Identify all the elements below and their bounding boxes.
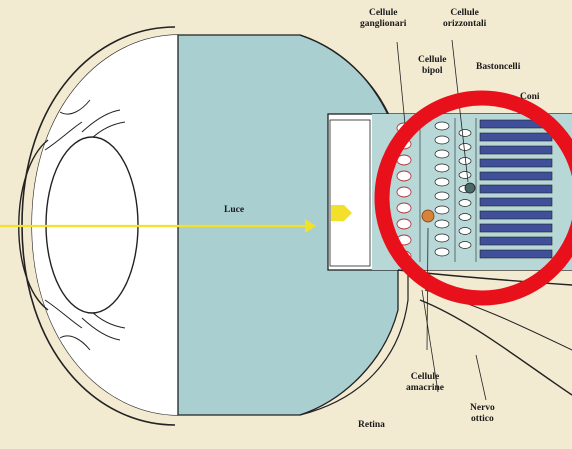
photoreceptors	[480, 120, 552, 258]
label-nervo-ottico-line2: ottico	[470, 414, 495, 425]
label-cellule-orizzontali-line2: orizzontali	[443, 19, 486, 30]
label-nervo-ottico: Nervo ottico	[470, 403, 495, 425]
label-retina: Retina	[358, 420, 385, 431]
label-luce: Luce	[224, 205, 244, 216]
label-coni: Coni	[520, 92, 540, 103]
horizontal-cell	[465, 183, 475, 193]
label-cellule-amacrine-line2: amacrine	[406, 383, 444, 394]
label-cellule-gangliari-line1: Cellule	[360, 8, 406, 19]
label-bastoncelli: Bastoncelli	[476, 62, 520, 73]
label-cellule-amacrine: Cellule amacrine	[406, 372, 444, 394]
label-cellule-gangliari-line2: ganglionari	[360, 19, 406, 30]
label-nervo-ottico-line1: Nervo	[470, 403, 495, 414]
amacrine-cell	[422, 210, 434, 222]
label-cellule-orizzontali-line1: Cellule	[443, 8, 486, 19]
label-cellule-amacrine-line1: Cellule	[406, 372, 444, 383]
label-cellule-bipolari: Cellule bipol	[418, 55, 447, 77]
retina-zoom-inner-white	[330, 120, 370, 266]
label-cellule-gangliari: Cellule ganglionari	[360, 8, 406, 30]
label-cellule-bipolari-line2: bipol	[418, 66, 447, 77]
label-cellule-orizzontali: Cellule orizzontali	[443, 8, 486, 30]
label-cellule-bipolari-line1: Cellule	[418, 55, 447, 66]
